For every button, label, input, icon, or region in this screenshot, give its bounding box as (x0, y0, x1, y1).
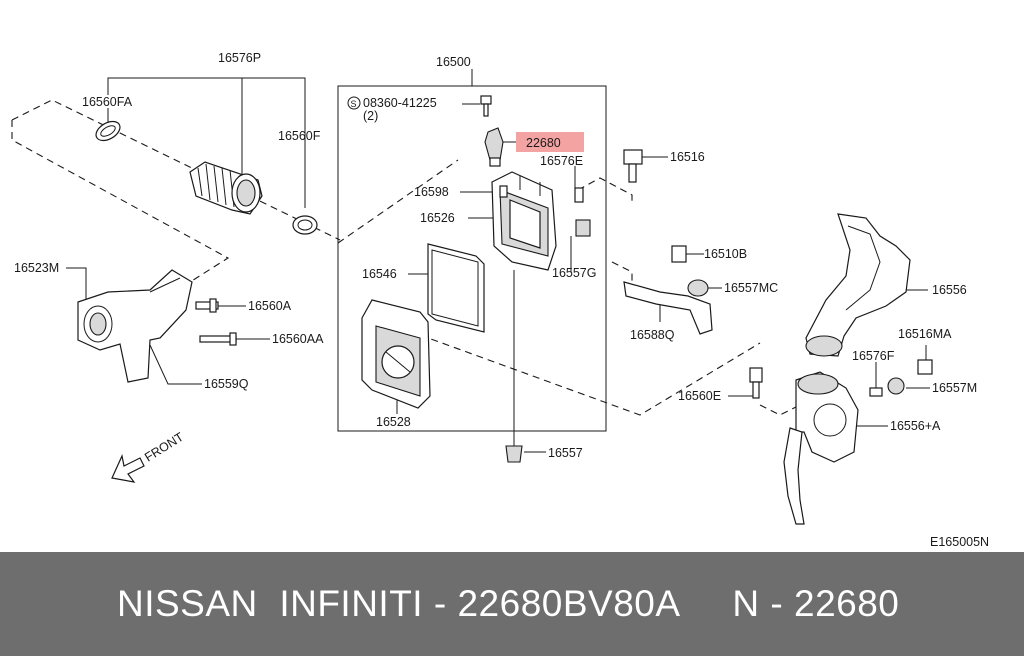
air-duct-16556 (805, 213, 911, 357)
label-16557: 16557 (548, 446, 583, 460)
label-16500: 16500 (436, 55, 471, 69)
screw-08360 (480, 95, 492, 117)
dashed-line-left (11, 120, 230, 321)
label-16576P: 16576P (218, 51, 261, 65)
dashed-line-lower (419, 334, 761, 416)
grommet-16557M (887, 377, 905, 395)
part-number-caption: NISSAN INFINITI - 22680BV80A N - 22680 (117, 583, 900, 624)
clamp-16560F (292, 215, 318, 235)
bolt-16516MA (917, 359, 933, 375)
leader-16523M (66, 267, 87, 300)
label-16528: 16528 (376, 415, 411, 429)
bolt-16516 (623, 149, 643, 183)
leader-16560E (728, 382, 757, 397)
front-arrow-icon (111, 454, 145, 483)
sensor-22680 (484, 127, 504, 167)
pin-16576E (574, 187, 584, 203)
grommet-16557 (505, 445, 523, 463)
label-16576F: 16576F (852, 349, 895, 363)
label-16546: 16546 (362, 267, 397, 281)
circled-s-icon: S (347, 96, 361, 110)
filter-element-16546 (427, 243, 485, 333)
label-16557G: 16557G (552, 266, 596, 280)
clamp-16560FA (95, 120, 121, 142)
label-16560FA: 16560FA (82, 95, 133, 109)
label-16556: 16556 (932, 283, 967, 297)
label-16557MC: 16557MC (724, 281, 778, 295)
leader-16559Q (149, 344, 202, 385)
label-16560A: 16560A (248, 299, 292, 313)
dashed-line-upper (11, 99, 341, 241)
dashed-line-mid (337, 159, 459, 244)
label-16523M: 16523M (14, 261, 59, 275)
bolt-16560AA (199, 332, 237, 346)
label-16598: 16598 (414, 185, 449, 199)
pin-16576F (869, 387, 883, 397)
bolt-16560E (749, 367, 763, 399)
label-16516: 16516 (670, 150, 705, 164)
lower-case-16528 (361, 299, 431, 409)
label-22680: 22680 (526, 136, 561, 150)
duct-16556A (783, 371, 859, 525)
upper-case-16526 (491, 171, 557, 271)
label-08360-41225: 08360-41225 (363, 96, 437, 110)
nut-16510B (671, 245, 687, 263)
resonator-16523M (77, 269, 193, 383)
label-16560AA: 16560AA (272, 332, 324, 346)
label-16526: 16526 (420, 211, 455, 225)
label-16557M: 16557M (932, 381, 977, 395)
grommet-16557G (575, 219, 591, 237)
grommet-16557MC (687, 279, 709, 297)
label-16560E: 16560E (678, 389, 721, 403)
label-front: FRONT (142, 430, 186, 465)
bracket-16588Q (623, 281, 713, 335)
exploded-parts-diagram: S 16500 16576P 16560FA 16560F 08360-4122… (11, 51, 989, 549)
label-16516MA: 16516MA (898, 327, 952, 341)
label-16556A: 16556+A (890, 419, 941, 433)
dashed-line-bolt (577, 177, 633, 205)
highlight-22680 (516, 132, 584, 152)
label-16560F: 16560F (278, 129, 321, 143)
bolt-16560A (195, 298, 219, 313)
diagram-code: E165005N (930, 535, 989, 549)
intake-duct-16576P (189, 161, 263, 215)
clip-16598 (499, 185, 508, 198)
label-16576E: 16576E (540, 154, 583, 168)
footer-bar: NISSAN INFINITI - 22680BV80A N - 22680 (0, 552, 1024, 656)
svg-text:S: S (351, 99, 357, 109)
label-16588Q: 16588Q (630, 328, 675, 342)
label-08360-qty: (2) (363, 109, 378, 123)
leader-16576P (107, 77, 306, 208)
label-16510B: 16510B (704, 247, 747, 261)
label-16559Q: 16559Q (204, 377, 249, 391)
